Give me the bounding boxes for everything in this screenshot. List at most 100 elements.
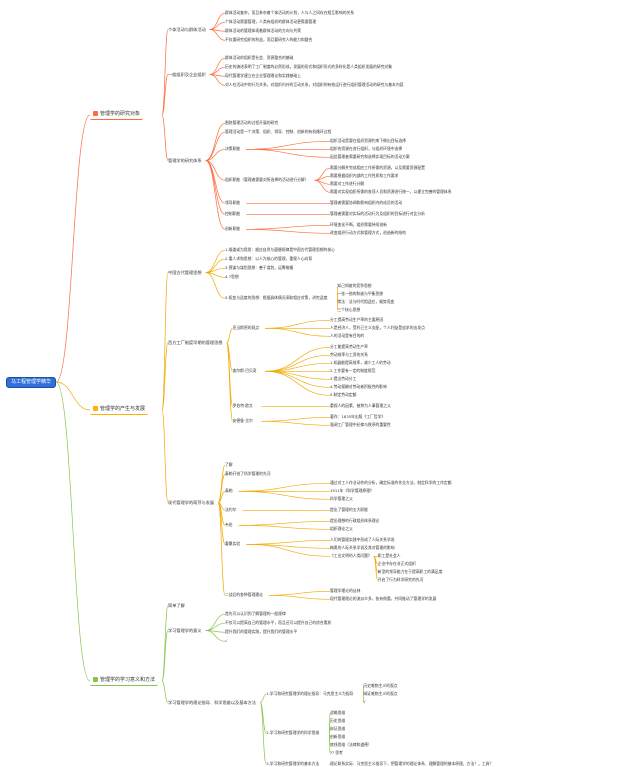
- connector-line: [205, 249, 226, 273]
- leaf-text: 提出理想的行政组织体系理论: [330, 518, 380, 523]
- connector-line: [265, 370, 331, 396]
- leaf-text: 因此管理者需要研究和选择实现目标的活动方案: [330, 154, 410, 159]
- leaf-text: 个体活动需要管理，人类有组织的群体活动更需要管理: [225, 19, 317, 24]
- topic-node: 个体活动与群体活动: [168, 27, 206, 32]
- connector-line: [265, 370, 331, 388]
- connector-line: [314, 179, 331, 193]
- leaf-text: 理论联系实际：马克思主义指导下，把管理学的理论体系、理解管理的基本原理，方法？，…: [330, 761, 494, 766]
- leaf-text: 历史唯物主义的观点: [363, 683, 398, 688]
- leaf-text: 组织活动是要在组织资源约束下做出目标选择: [330, 138, 406, 143]
- connector-line: [238, 520, 331, 526]
- leaf-text: 2.工作要有一定的制度规范: [330, 368, 376, 373]
- leaf-text: 通过对工人作业动作的分析，确定标准的作业方法，制定科学的工作定额: [330, 480, 452, 485]
- connector-line: [205, 160, 226, 215]
- leaf-text: 人是经济人，受利己主义支配，个人利益是追求的出发点: [330, 325, 425, 330]
- leaf-text: 重视人的因素，被称为人事管理之父: [330, 403, 391, 408]
- leaf-text: 现代管理学建立在企业管理理论和实践基础上: [225, 73, 301, 78]
- connector-line: [161, 409, 169, 503]
- leaf-text: 首先可以认识到了解管理的一般规律: [225, 611, 286, 616]
- connector-line: [218, 490, 226, 503]
- connector-line: [268, 594, 331, 600]
- leaf-text: 群体活动的管理体现着群体活动的方向与共荣: [225, 28, 301, 33]
- connector-line: [205, 622, 226, 631]
- group-node: 罗伯特·欧文: [232, 403, 253, 408]
- connector-line: [246, 228, 331, 234]
- leaf-text: 不仅可以提高自己的管理水平，而且还可以提升自己的综合素质: [225, 620, 332, 625]
- leaf-text: 历史的演进表明了工厂制度的必然形成，发展的形式和组织形式的多样化是人类组织发展的…: [225, 64, 393, 69]
- group-node: 组织职能（管理者需要对所选择的活动进行分解）: [225, 177, 309, 182]
- connector-line: [205, 272, 226, 299]
- group-node: 霍桑实验: [225, 541, 241, 546]
- group-node: 亚当斯密的观点: [232, 325, 260, 330]
- leaf-text: √: [363, 699, 366, 704]
- leaf-text: 3.预谋与谋划思想：善于谋划，运筹帷幄: [225, 265, 294, 270]
- leaf-text: 科学管理之父: [330, 496, 353, 501]
- group-node: 二战后的各种管理理论: [225, 592, 263, 597]
- connector-line: [161, 272, 169, 411]
- root-node: 马工程管理学精华: [6, 377, 57, 388]
- leaf-text: 战略思维: [330, 710, 346, 715]
- leaf-text: 管理者需要对实际的活动行为及组织的目标进行对比分析: [330, 211, 425, 216]
- leaf-text: 3.提出劳动分工: [330, 376, 357, 381]
- leaf-text: 组织理论之父: [330, 526, 353, 531]
- connector-line: [205, 630, 226, 642]
- group-node: 创新职能: [225, 226, 241, 231]
- branch-1: 管理学的研究对象: [90, 110, 144, 120]
- leaf-text: 了解: [225, 462, 233, 467]
- group-node: 3.学习和研究管理学的基本方法: [266, 761, 320, 766]
- topic-node: 中国古代管理思想: [168, 270, 202, 275]
- connector-line: [259, 702, 267, 765]
- connector-line: [161, 114, 169, 161]
- topic-node: 学习管理学的理论指导、科学思维以及基本方法: [168, 700, 256, 705]
- leaf-text: √: [225, 638, 228, 643]
- leaf-text: 1911年《科学管理原理》: [330, 488, 374, 493]
- group-node: 控制职能: [225, 211, 241, 216]
- connector-line: [246, 140, 331, 150]
- leaf-text: 著作：1835年出版《工厂哲学》: [330, 414, 386, 419]
- leaf-text: 1.顺道或为我思：顺应自然与遵循规律是中国古代管理思想的核心: [225, 247, 335, 252]
- branch-2: 管理学的产生与发展: [90, 405, 149, 415]
- connector-line: [217, 473, 226, 503]
- group-node: 韦伯: [225, 522, 233, 527]
- connector-line: [265, 346, 331, 372]
- leaf-text: 分工提高劳动生产率的主要原因: [330, 317, 384, 322]
- connector-line: [161, 605, 169, 682]
- leaf-text: 强调工厂管理中纪律与秩序的重要性: [330, 422, 391, 427]
- leaf-text: ?? 思考: [330, 750, 343, 755]
- group-node: 泰勒: [225, 488, 233, 493]
- group-node: 1.学习和研究管理学的理论指导：马克思主义为指导: [266, 691, 354, 696]
- leaf-text: 一张一弛的和谐与平衡思想: [337, 291, 383, 296]
- group-node: 决策职能: [225, 146, 241, 151]
- connector-line: [55, 114, 91, 383]
- connector-line: [161, 630, 169, 682]
- connector-line: [209, 12, 226, 30]
- branch-label: 管理学的产生与发展: [100, 406, 146, 412]
- connector-line: [205, 148, 226, 161]
- connector-line: [205, 131, 226, 161]
- connector-line: [217, 502, 226, 596]
- connector-line: [238, 482, 331, 492]
- leaf-text: 改变组织行动方式和管理方式，创造新的结构: [330, 230, 406, 235]
- connector-line: [205, 613, 226, 631]
- leaf-text: 提升我们的管理实践，提升我们的管理水平: [225, 629, 298, 634]
- leaf-text: 劳动效率与工资的关系: [330, 352, 368, 357]
- connector-line: [265, 319, 331, 329]
- branch-3: 管理学的学习意义和方法: [90, 676, 159, 686]
- connector-line: [205, 122, 226, 161]
- connector-line: [238, 490, 331, 500]
- leaf-text: 2.重人求和思想：以人为核心的管理，重视人心向背: [225, 256, 313, 261]
- topic-node: 学习管理学的意义: [168, 628, 202, 633]
- leaf-text: 底线思维（法律和道德）: [330, 742, 372, 747]
- connector-line: [246, 543, 331, 557]
- topic-node: 一般组织及企业组织: [168, 72, 206, 77]
- connector-line: [226, 327, 233, 343]
- connector-line: [261, 420, 331, 426]
- leaf-text: 5.制定劳动定额: [330, 392, 357, 397]
- connector-line: [265, 354, 331, 372]
- leaf-text: 知己知彼的竞争思想: [337, 283, 372, 288]
- connector-line: [209, 29, 226, 41]
- leaf-text: 三个核心思想: [337, 307, 361, 312]
- leaf-text: 辩证思维: [330, 726, 346, 731]
- leaf-text: 分工能提高劳动生产率: [330, 344, 368, 349]
